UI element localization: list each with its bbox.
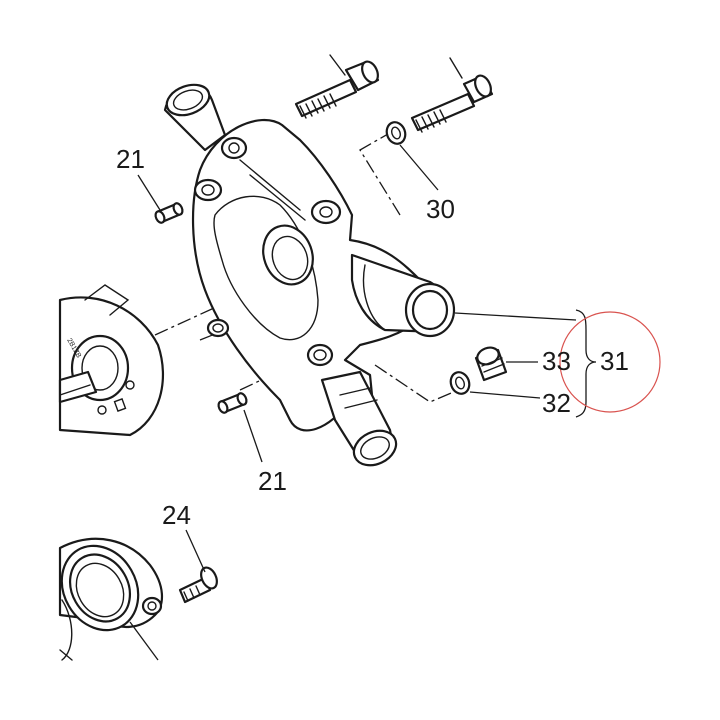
bolt-long-left bbox=[294, 54, 380, 119]
highlight-circle bbox=[559, 311, 661, 413]
thermostat-housing bbox=[58, 537, 163, 661]
callout-21-top: 21 bbox=[116, 144, 145, 174]
dowel-pin-top bbox=[154, 202, 184, 224]
callout-24: 24 bbox=[162, 500, 191, 530]
drain-plug-33 bbox=[474, 346, 508, 382]
callout-21-bottom: 21 bbox=[258, 466, 287, 496]
impeller-assembly: 2B1ZB bbox=[58, 284, 165, 437]
callout-33: 33 bbox=[542, 346, 571, 376]
screw-24 bbox=[178, 566, 218, 604]
water-pump-housing bbox=[163, 83, 456, 467]
bolt-long-right bbox=[410, 57, 494, 133]
group-brace bbox=[575, 309, 597, 418]
callout-31: 31 bbox=[600, 346, 629, 376]
callout-30: 30 bbox=[426, 194, 455, 224]
dowel-pin-bottom bbox=[217, 392, 248, 414]
sealing-washer-32 bbox=[449, 371, 471, 395]
leader-lines bbox=[129, 144, 577, 661]
callout-32: 32 bbox=[542, 388, 571, 418]
washer-30 bbox=[385, 121, 407, 145]
